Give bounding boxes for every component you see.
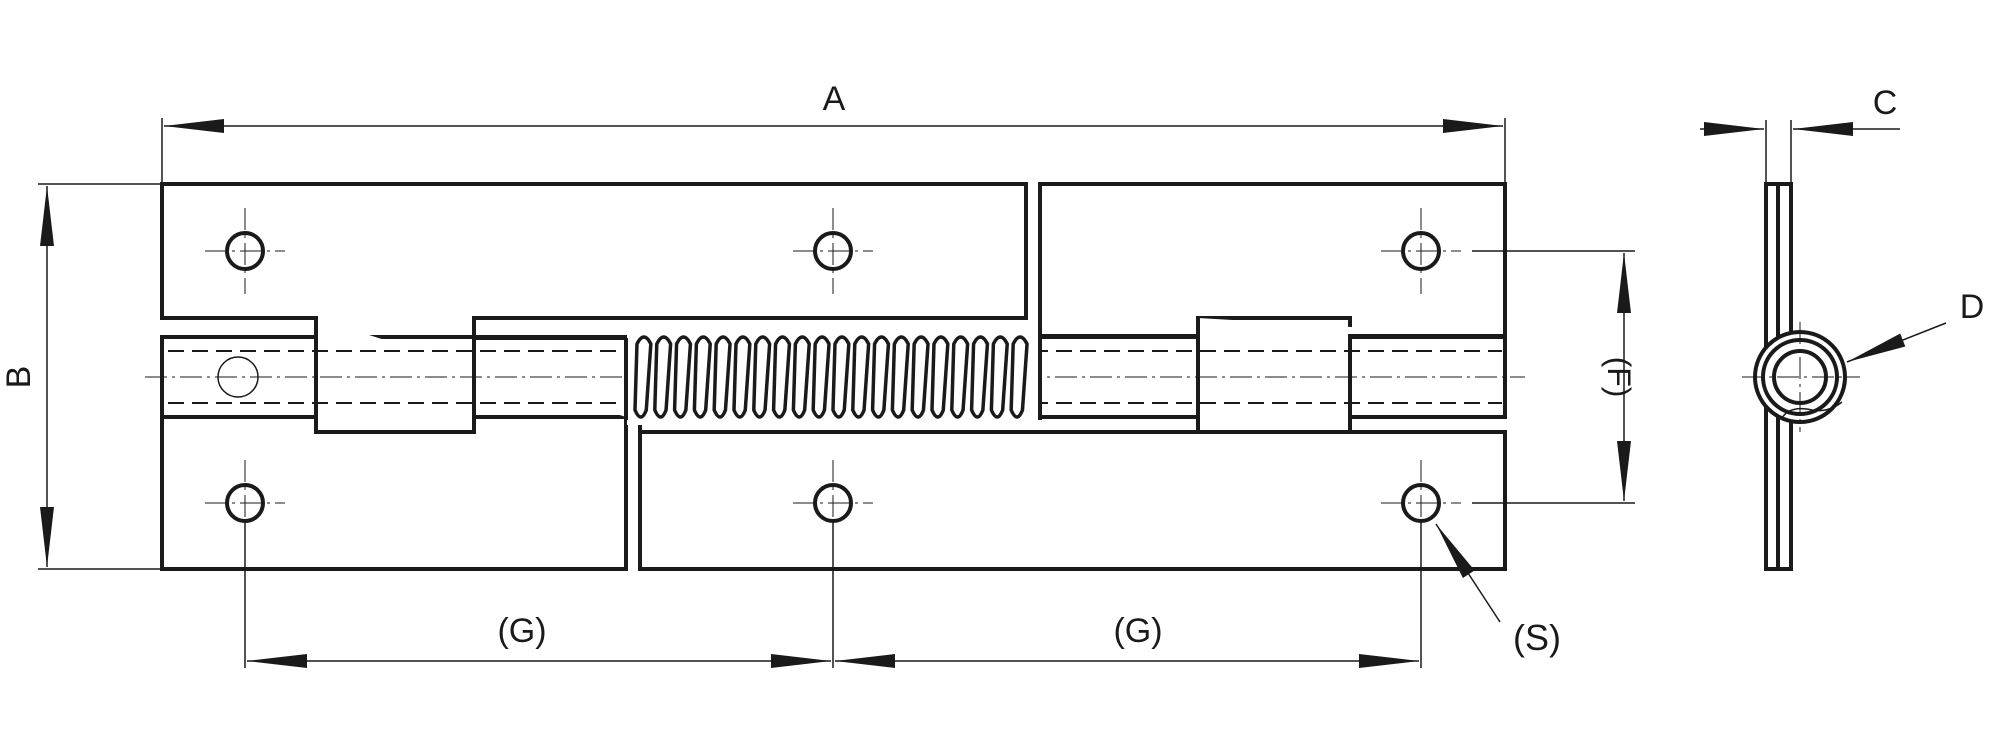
- spring-coil: [851, 335, 871, 419]
- mounting-hole-top-center: [793, 208, 873, 294]
- spring-coil: [989, 335, 1010, 419]
- mounting-hole-top-right: [1381, 208, 1461, 294]
- dimension-g-right: (G): [835, 522, 1422, 668]
- dimension-label-a: A: [823, 80, 846, 118]
- spring-coil: [930, 335, 950, 419]
- spring-coil: [811, 335, 831, 419]
- top-leaf-joint: [1024, 184, 1042, 420]
- dimension-label-c: C: [1873, 84, 1898, 122]
- mounting-hole-bottom-left: [205, 460, 285, 546]
- dimension-label-f: (F): [1601, 357, 1637, 398]
- dimension-label-g-left: (G): [497, 612, 546, 650]
- mounting-hole-top-left: [205, 208, 285, 294]
- spring-coil: [633, 335, 653, 419]
- side-view-spring-leg: [1781, 401, 1843, 419]
- spring-coil: [672, 335, 693, 419]
- dimension-label-g-right: (G): [1113, 612, 1162, 650]
- spring-coil: [692, 335, 713, 419]
- dimension-label-b: B: [0, 366, 38, 389]
- torsion-spring-coils: [633, 335, 1029, 419]
- callout-s: (S): [1435, 523, 1561, 658]
- hinge-side-view: [1742, 182, 1860, 571]
- bottom-leaf-joint: [624, 417, 642, 569]
- bottom-leaf-right: [638, 415, 1507, 571]
- callout-d: D: [1846, 288, 1985, 363]
- dimension-f: (F): [1472, 250, 1637, 504]
- hinge-front-view: [145, 182, 1525, 571]
- top-leaf-left: [160, 182, 1028, 340]
- dimension-a: A: [161, 80, 1506, 182]
- dimension-b: B: [0, 183, 160, 570]
- spring-coil: [910, 335, 930, 419]
- spring-coil: [771, 335, 792, 419]
- callout-label-s: (S): [1513, 617, 1561, 658]
- spring-coil: [712, 335, 732, 419]
- callout-label-d: D: [1960, 288, 1985, 326]
- spring-coil: [752, 335, 772, 419]
- spring-coil: [791, 335, 812, 419]
- dimension-c: C: [1700, 84, 1900, 182]
- spring-coil: [732, 335, 752, 419]
- spring-coil: [890, 335, 911, 419]
- pin-end-circle: [217, 356, 259, 398]
- dimension-g-left: (G): [244, 522, 834, 668]
- mounting-holes: [205, 208, 1461, 546]
- spring-coil: [969, 335, 990, 419]
- spring-coil: [870, 335, 891, 419]
- spring-coil: [1009, 335, 1029, 419]
- spring-coil: [950, 335, 970, 419]
- spring-coil: [831, 335, 851, 419]
- mounting-hole-bottom-center: [793, 460, 873, 546]
- spring-coil: [653, 335, 673, 419]
